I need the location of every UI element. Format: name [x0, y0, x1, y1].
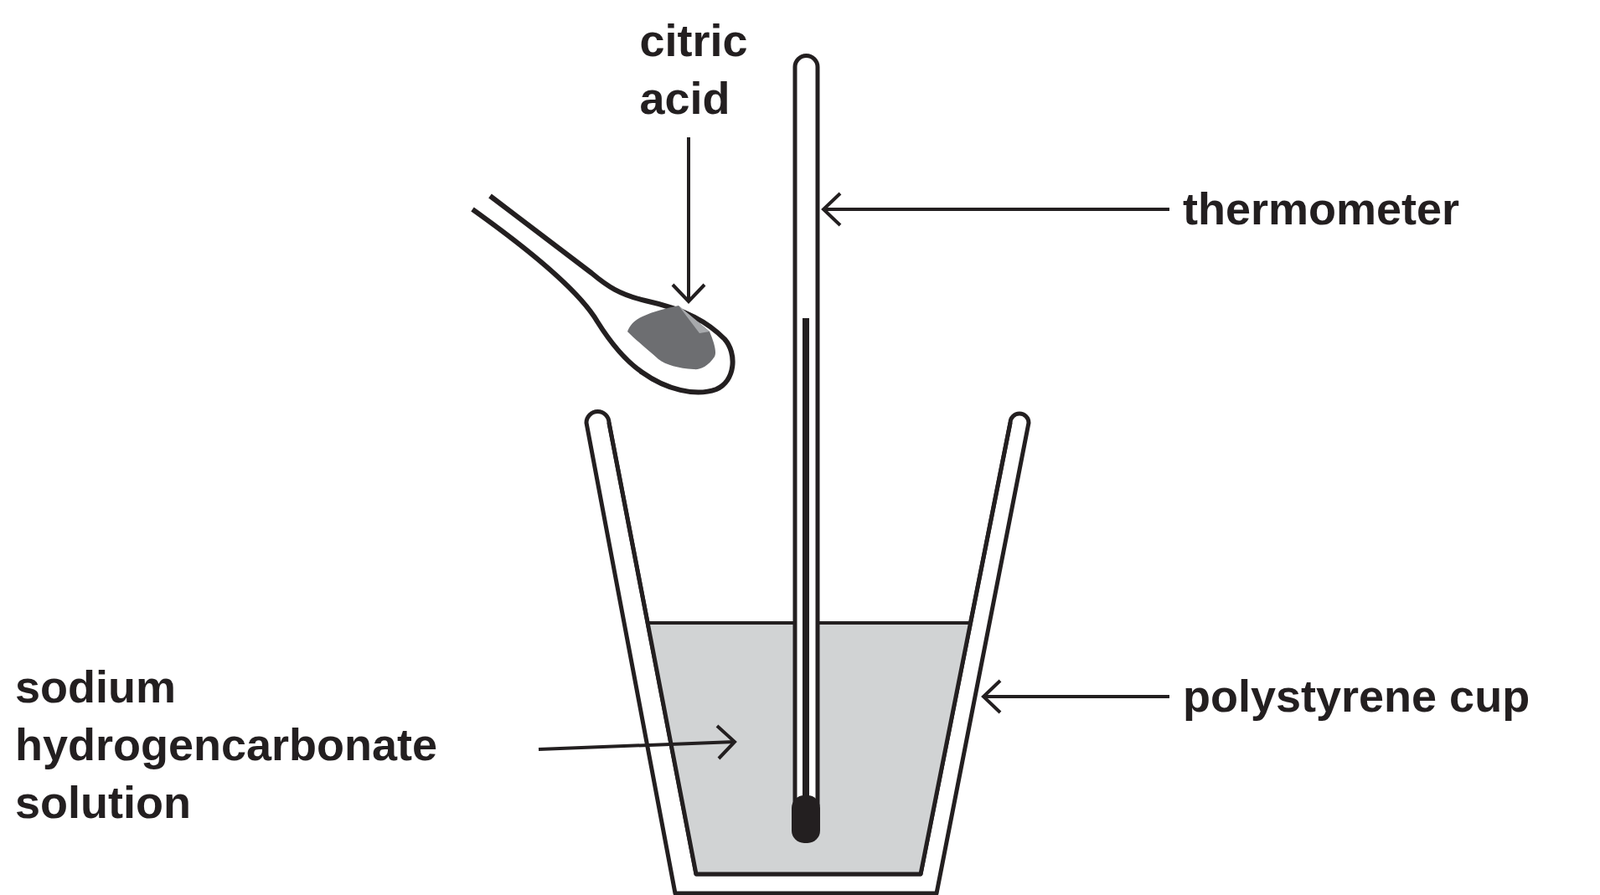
- part-label: polystyrene cup: [1182, 667, 1530, 726]
- citric-acid-powder: [627, 305, 716, 370]
- part-label: thermometer: [1182, 180, 1460, 238]
- solution-label: sodium hydrogencarbonate solution: [15, 658, 438, 832]
- leader-arrowhead: [717, 726, 735, 759]
- leader-arrowhead: [672, 284, 705, 302]
- leader-line: [538, 742, 735, 750]
- leader-arrowhead: [983, 681, 1001, 713]
- leader-line: [686, 137, 691, 302]
- reagent-label: citric acid: [639, 11, 748, 128]
- powder-highlight: [678, 305, 710, 334]
- leader-line: [823, 207, 1170, 212]
- leader-lines: [538, 137, 1170, 759]
- thermometer-liquid-column: [802, 318, 810, 805]
- thermometer-bulb: [791, 795, 821, 844]
- thermometer-tube: [794, 56, 818, 806]
- leader-line: [983, 695, 1170, 699]
- leader-arrowhead: [823, 193, 841, 226]
- spoon: [472, 196, 733, 393]
